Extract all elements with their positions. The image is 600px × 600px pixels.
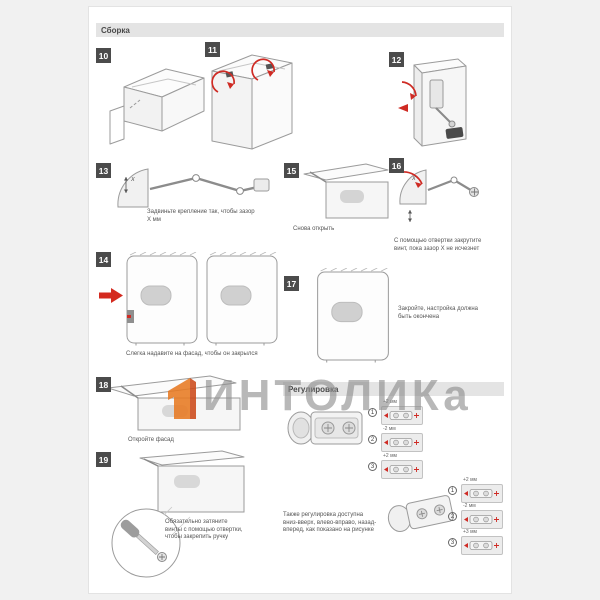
hinge-front-illustration bbox=[287, 411, 363, 445]
adjustment-title: Регулировка bbox=[288, 384, 339, 394]
mini-hinge-icon bbox=[384, 465, 419, 474]
mini-hinge-icon bbox=[384, 438, 419, 447]
open-front-illustration bbox=[107, 375, 241, 431]
gap-dimension-label: X bbox=[412, 176, 416, 182]
assembly-title: Сборка bbox=[101, 25, 130, 35]
diagram-number: 2 bbox=[368, 435, 377, 444]
watermark-text: ИНТОЛИКа bbox=[203, 371, 472, 420]
adjustment-section-header: Регулировка bbox=[283, 382, 504, 396]
intolika-logo-icon bbox=[168, 378, 196, 419]
step-19-caption: Обязательно затяните винты с помощью отв… bbox=[165, 519, 243, 540]
front-panel-illustration-b bbox=[206, 252, 278, 346]
lift-arm-gap-illustration bbox=[117, 168, 270, 208]
side-panel-mechanism-illustration bbox=[398, 58, 467, 147]
adjustment-mini-illustration bbox=[461, 536, 503, 555]
adjustment-mini-illustration bbox=[381, 406, 423, 425]
mini-hinge-icon bbox=[464, 541, 499, 550]
closed-cabinet-illustration bbox=[317, 268, 389, 363]
step-16-caption: С помощью отвертки закрутите винт, пока … bbox=[394, 238, 482, 252]
open-flap-cabinet-illustration bbox=[303, 163, 389, 219]
adjustment-value-label: -2 мм bbox=[463, 503, 476, 509]
adjustment-diagram-row: 3 +2 мм bbox=[368, 453, 426, 480]
adjustment-value-label: +2 мм bbox=[383, 399, 397, 405]
adjustment-diagram-row: 1 +2 мм bbox=[368, 399, 426, 426]
diagram-number: 1 bbox=[448, 486, 457, 495]
diagram-number: 2 bbox=[448, 512, 457, 521]
adjustment-diagram-row: 3 +3 мм bbox=[448, 529, 506, 556]
adjustment-mini-illustration bbox=[461, 484, 503, 503]
step-18-caption: Откройте фасад bbox=[128, 437, 174, 443]
step-13-caption: Задвиньте крепление так, чтобы зазор X м… bbox=[147, 209, 255, 223]
cabinet-carcass-illustration bbox=[109, 68, 205, 145]
gap-dimension-label: X bbox=[131, 177, 135, 183]
mini-hinge-icon bbox=[384, 411, 419, 420]
front-panel-illustration-a bbox=[126, 252, 198, 346]
cabinet-clamp-illustration bbox=[211, 54, 293, 150]
mini-hinge-icon bbox=[464, 515, 499, 524]
screwdriver-detail-illustration bbox=[111, 450, 245, 578]
assembly-section-header: Сборка bbox=[96, 23, 504, 37]
adjustment-mini-illustration bbox=[461, 510, 503, 529]
step-badge-11: 11 bbox=[205, 42, 220, 57]
step-badge-10: 10 bbox=[96, 48, 111, 63]
step-15-caption: Снова открыть bbox=[293, 226, 335, 232]
step-17-caption: Закройте, настройка должна быть окончена bbox=[398, 306, 479, 320]
red-push-arrow-icon bbox=[99, 288, 123, 303]
diagram-number: 3 bbox=[368, 462, 377, 471]
step-badge-15: 15 bbox=[284, 163, 299, 178]
step-14-caption: Слегка надавите на фасад, чтобы он закры… bbox=[126, 351, 258, 357]
adjustment-value-label: +2 мм bbox=[383, 453, 397, 459]
adjustment-mini-illustration bbox=[381, 433, 423, 452]
adjustment-note: Также регулировка доступна вниз-вверх, в… bbox=[283, 512, 377, 533]
step-badge-19: 19 bbox=[96, 452, 111, 467]
step-badge-16: 16 bbox=[389, 158, 404, 173]
hinge-perspective-illustration bbox=[387, 495, 454, 532]
adjustment-diagram-row: 2 -2 мм bbox=[368, 426, 426, 453]
diagram-number: 1 bbox=[368, 408, 377, 417]
mini-hinge-icon bbox=[464, 489, 499, 498]
adjustment-diagram-row: 2 -2 мм bbox=[448, 503, 506, 530]
step-badge-14: 14 bbox=[96, 252, 111, 267]
adjustment-value-label: +3 мм bbox=[463, 529, 477, 535]
adjustment-value-label: -2 мм bbox=[383, 426, 396, 432]
adjustment-mini-illustration bbox=[381, 460, 423, 479]
step-badge-13: 13 bbox=[96, 163, 111, 178]
adjustment-value-label: +2 мм bbox=[463, 477, 477, 483]
step-badge-17: 17 bbox=[284, 276, 299, 291]
step-badge-12: 12 bbox=[389, 52, 404, 67]
diagram-number: 3 bbox=[448, 538, 457, 547]
step-badge-18: 18 bbox=[96, 377, 111, 392]
adjustment-diagram-row: 1 +2 мм bbox=[448, 477, 506, 504]
arm-screw-adjust-illustration bbox=[399, 169, 479, 222]
